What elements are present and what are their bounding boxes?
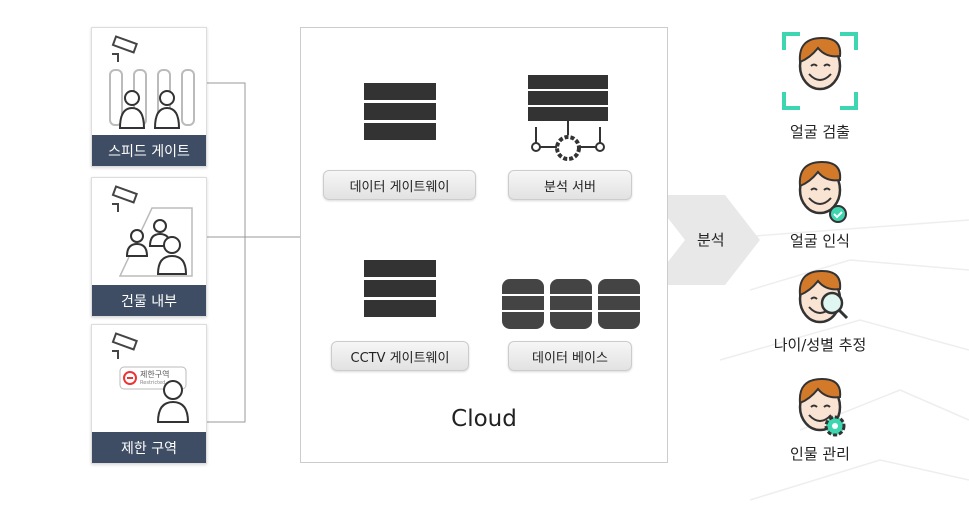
- output-label: 얼굴 인식: [790, 232, 850, 250]
- source-label: 스피드 게이트: [92, 135, 206, 166]
- gateway-server-icon: [364, 83, 436, 317]
- face-search-icon: [798, 269, 849, 324]
- analysis-server-icon: [528, 75, 608, 161]
- analysis-server-label: 분석 서버: [508, 170, 632, 200]
- source-restricted: 제한구역 Restricted 제한 구역: [91, 324, 207, 464]
- face-gear-icon: [798, 377, 846, 437]
- data-gateway-label: 데이터 게이트웨이: [323, 170, 476, 200]
- building-interior-icon: [111, 185, 193, 277]
- sign-text: 제한구역: [140, 370, 170, 379]
- output-label: 나이/성별 추정: [773, 336, 867, 354]
- source-building: 건물 내부: [91, 177, 207, 317]
- cloud-icons: [364, 75, 640, 329]
- output-label: 얼굴 검출: [790, 123, 850, 141]
- database-label: 데이터 베이스: [508, 341, 632, 371]
- source-label: 제한 구역: [92, 432, 206, 463]
- face-detect-icon: [782, 32, 858, 110]
- restricted-area-icon: [111, 332, 190, 423]
- source-label: 건물 내부: [92, 285, 206, 316]
- sign-subtext: Restricted: [140, 380, 166, 386]
- database-icon: [502, 279, 640, 329]
- cctv-gateway-label: CCTV 게이트웨이: [331, 341, 469, 371]
- source-speed-gate: 스피드 게이트: [91, 27, 207, 167]
- cloud-title: Cloud: [451, 406, 517, 432]
- analysis-arrow: [650, 195, 760, 285]
- output-label: 인물 관리: [790, 445, 850, 463]
- face-check-icon: [798, 160, 847, 223]
- analysis-label: 분석: [697, 231, 725, 249]
- output-icons: [782, 32, 858, 437]
- speed-gate-icon: [109, 35, 195, 129]
